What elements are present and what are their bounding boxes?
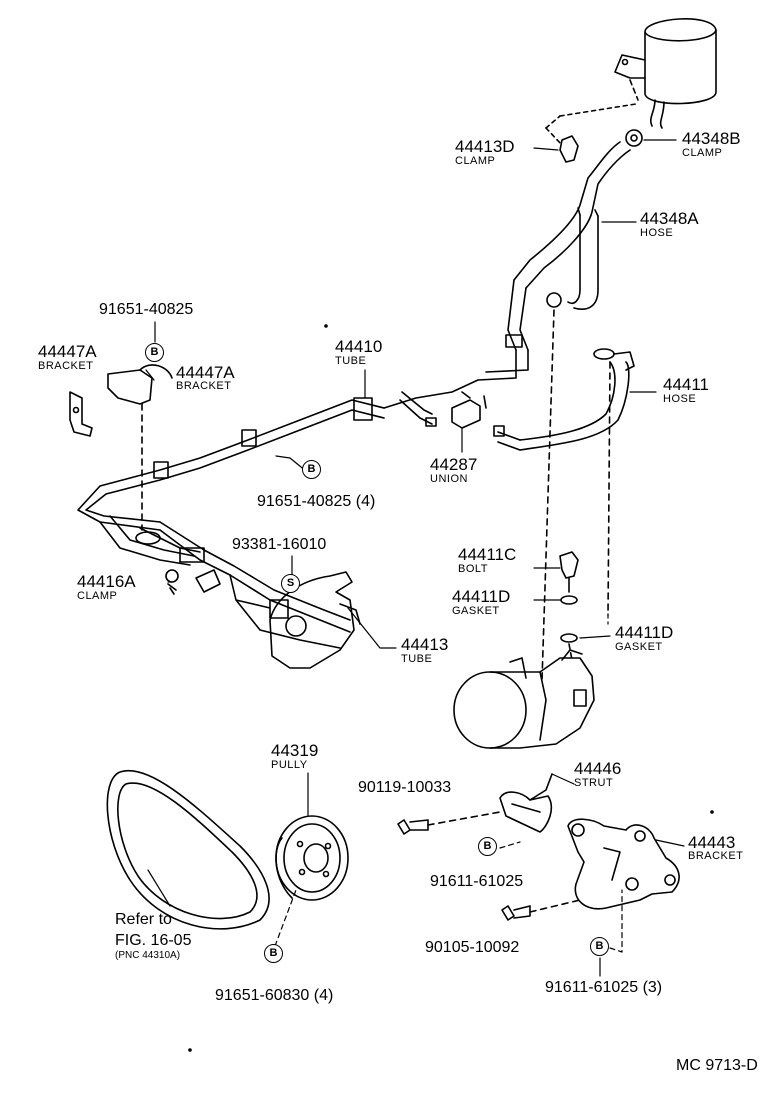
part-number-90105-10092: 90105-10092 [425, 939, 520, 956]
part-name-hose: HOSE [640, 227, 674, 239]
part-number-44443: 44443 [688, 833, 736, 852]
part-number-44446: 44446 [574, 759, 622, 778]
marker-b: B [302, 460, 321, 479]
tube-main [77, 391, 437, 649]
gasket-lower-part [560, 633, 578, 661]
reservoir-hose [383, 141, 631, 409]
part-number-44348b: 44348B [682, 129, 741, 148]
pulley-part [275, 815, 349, 901]
part-number-44411d-lower: 44411D [615, 623, 674, 642]
part-number-44348a: 44348A [640, 209, 699, 228]
part-number-44287: 44287 [430, 455, 478, 474]
gearbox [269, 571, 361, 669]
part-name-tube: TUBE [401, 653, 433, 665]
gasket-upper-part [560, 595, 578, 605]
marker-b: B [478, 837, 497, 856]
part-name-clamp: CLAMP [455, 155, 496, 167]
leader-lines [145, 139, 685, 977]
refer-note-line2: FIG. 16-05 [115, 932, 192, 949]
union-bolt-part [559, 551, 579, 593]
clamp-44416a-part [165, 569, 221, 595]
part-number-91611-61025: 91611-61025 [430, 873, 524, 890]
reservoir-tank [614, 18, 717, 129]
figure-code: MC 9713-D [676, 1057, 758, 1074]
part-name-union: UNION [430, 473, 468, 485]
part-number-44447a-left: 44447A [38, 342, 97, 361]
part-name-clamp: CLAMP [682, 147, 723, 159]
part-number-90119-10033: 90119-10033 [358, 779, 452, 796]
part-number-91611-61025-qty: 91611-61025 (3) [545, 979, 663, 996]
part-name-pully: PULLY [271, 759, 308, 771]
bracket-44447a-right [107, 364, 173, 531]
refer-note-line1: Refer to [115, 911, 172, 928]
marker-b: B [264, 944, 283, 963]
part-number-44413: 44413 [401, 635, 449, 654]
clamp-44348b-part [625, 129, 643, 147]
part-name-gasket: GASKET [615, 641, 663, 653]
bracket-44447a-left [69, 391, 93, 437]
part-number-93381-16010: 93381-16010 [232, 536, 327, 553]
part-number-44411d-upper: 44411D [452, 587, 511, 606]
strut-part [499, 773, 553, 833]
part-number-44416a: 44416A [77, 572, 136, 591]
part-number-44413d: 44413D [455, 137, 515, 156]
refer-note-line3: (PNC 44310A) [115, 950, 181, 961]
pressure-hose [493, 348, 635, 616]
part-name-bracket: BRACKET [176, 380, 232, 392]
part-number-44447a-right: 44447A [176, 363, 235, 382]
part-number-44411: 44411 [663, 375, 710, 394]
part-name-bracket: BRACKET [688, 850, 744, 862]
union-part [451, 391, 487, 429]
part-number-91651-40825: 91651-40825 [99, 301, 194, 318]
part-name-tube: TUBE [335, 355, 367, 367]
part-number-91651-60830-qty: 91651-60830 (4) [215, 987, 334, 1004]
marker-b: B [590, 937, 609, 956]
bracket-44443-part [567, 818, 680, 910]
marker-b: B [145, 343, 164, 362]
part-number-44411c: 44411C [458, 545, 517, 564]
clamp-44413d-part [545, 103, 637, 163]
part-number-91651-40825-qty: 91651-40825 (4) [257, 493, 376, 510]
bolt-90119-part [397, 811, 501, 835]
part-name-bracket: BRACKET [38, 360, 94, 372]
bolt-90105-part [501, 899, 581, 921]
part-name-clamp: CLAMP [77, 590, 118, 602]
marker-s: S [281, 574, 300, 593]
part-name-bolt: BOLT [458, 563, 488, 575]
part-name-gasket: GASKET [452, 605, 500, 617]
part-number-44319: 44319 [271, 741, 319, 760]
power-steering-pump [453, 649, 595, 749]
part-name-strut: STRUT [574, 777, 614, 789]
hose-clamp-lower [541, 292, 562, 681]
bottom-dot [188, 324, 714, 1052]
part-number-44410: 44410 [335, 337, 383, 356]
drive-belt [106, 769, 270, 930]
part-name-hose: HOSE [663, 393, 697, 405]
